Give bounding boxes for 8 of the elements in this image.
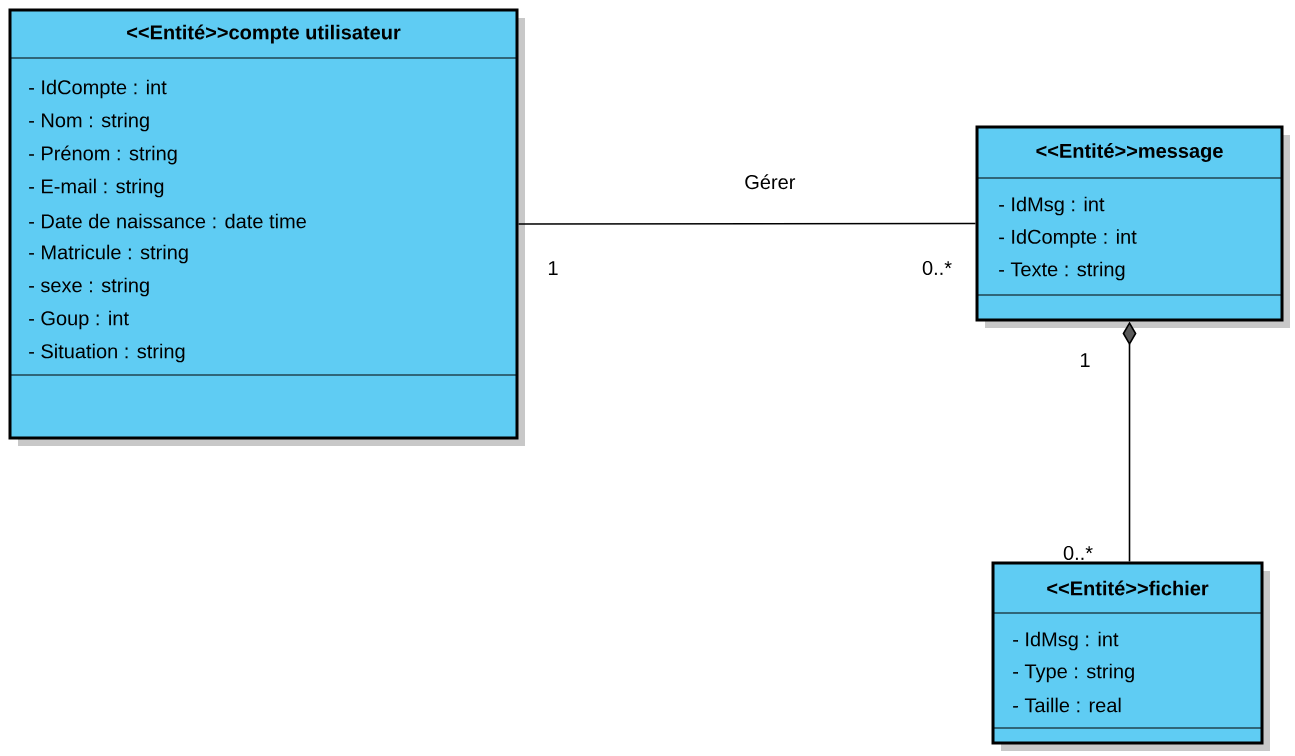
multiplicity-label: 1 — [548, 261, 558, 275]
class-box: <<Entité>>compte utilisateur - IdCompte : int - Nom : string - Prénom : string - E-mail : string - Date de naissance : date time - Matricule : string - sexe : string - Goup : int - Situation : string — [8, 8, 525, 446]
class-box: <<Entité>>fichier - IdMsg : int - Type : string - Taille : real — [991, 561, 1270, 751]
multiplicity-label: 1 — [1080, 353, 1090, 367]
multiplicity-label: 0..* — [922, 260, 952, 276]
association-line — [517, 222, 977, 225]
class-box: <<Entité>>message - IdMsg : int - IdCompte : int - Texte : string — [975, 125, 1290, 328]
edge-label: Gérer — [742, 172, 798, 192]
